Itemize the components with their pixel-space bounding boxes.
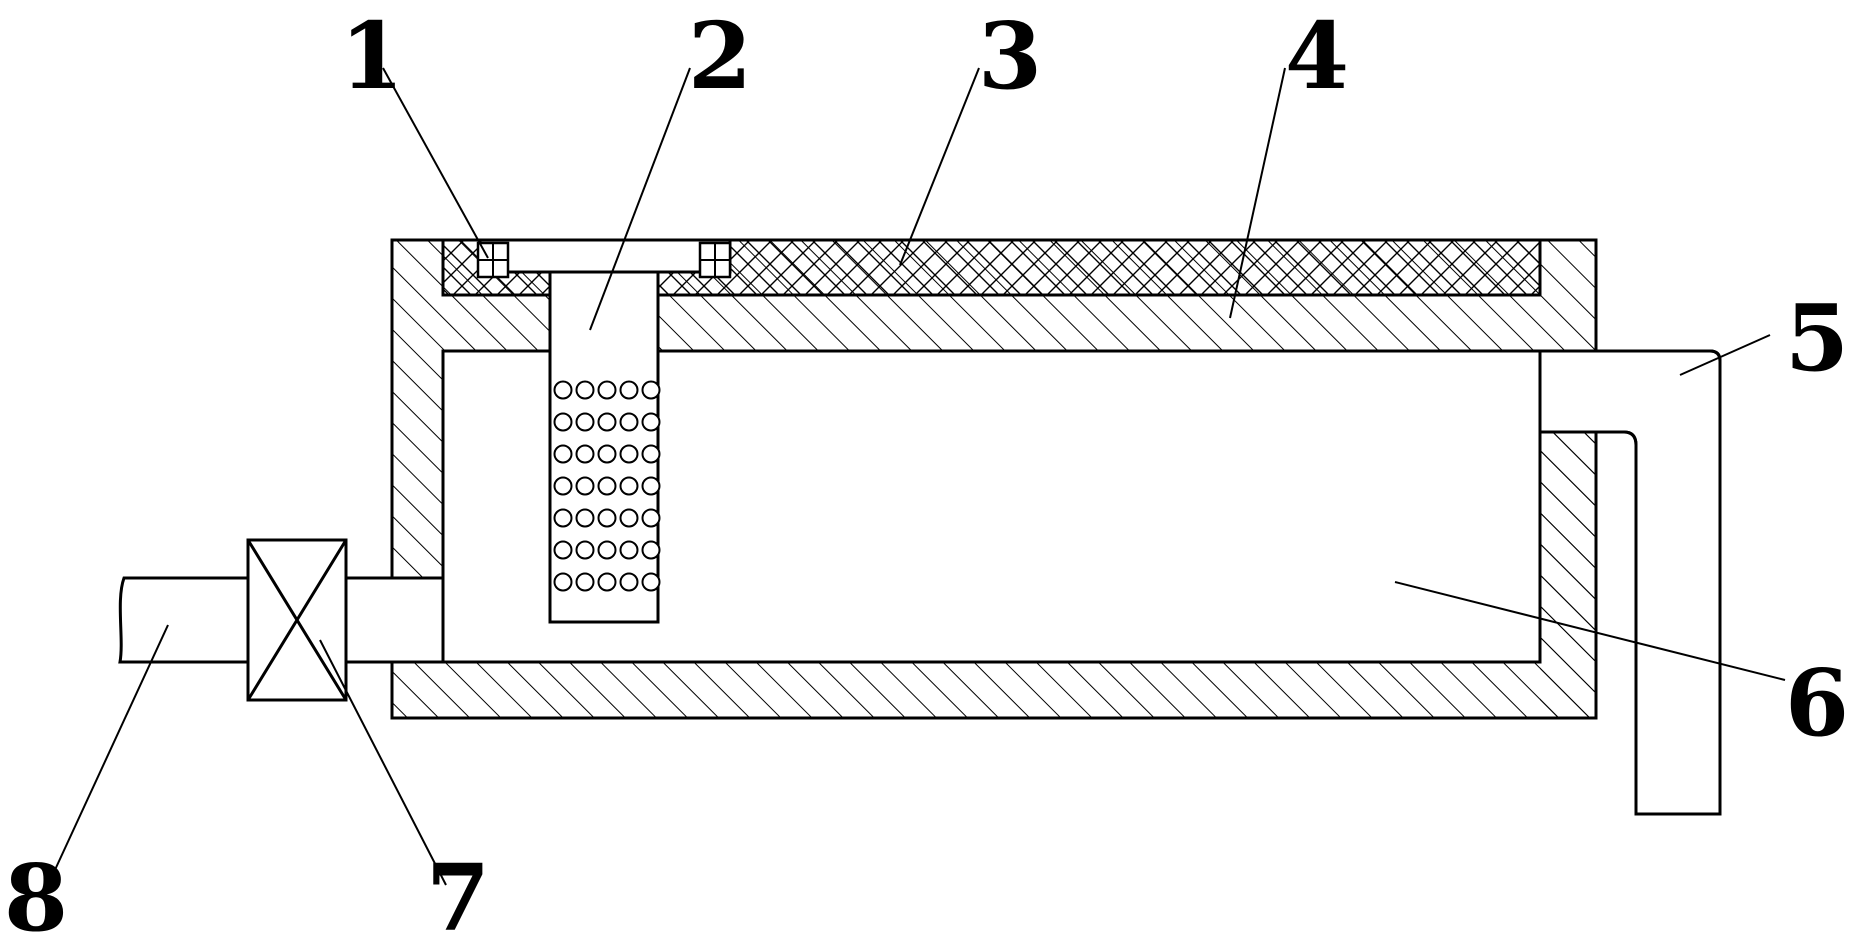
callout-1: 1 (340, 2, 404, 110)
tube-hole (619, 380, 639, 400)
tube-hole (553, 444, 573, 464)
tube-hole (553, 572, 573, 592)
tube-hole (597, 380, 617, 400)
tube-hole (575, 412, 595, 432)
tube-hole (553, 508, 573, 528)
tube-hole (641, 508, 661, 528)
tube-hole (619, 572, 639, 592)
tube-hole (597, 444, 617, 464)
tube-hole (575, 572, 595, 592)
tube-hole (641, 540, 661, 560)
tube-hole (619, 540, 639, 560)
tube-hole (575, 380, 595, 400)
callout-4: 4 (1285, 2, 1349, 110)
callout-7: 7 (426, 844, 490, 938)
callout-2: 2 (688, 2, 752, 110)
tube-hole (553, 476, 573, 496)
tube-hole (641, 380, 661, 400)
tube-hole (597, 476, 617, 496)
tube-hole (641, 412, 661, 432)
callout-8: 8 (4, 844, 68, 938)
tube-hole (641, 444, 661, 464)
tube-hole (619, 412, 639, 432)
callout-5: 5 (1785, 284, 1849, 392)
callout-3: 3 (978, 2, 1042, 110)
tube-hole (641, 476, 661, 496)
tube-hole (575, 508, 595, 528)
callout-6: 6 (1785, 649, 1849, 757)
tube-hole (575, 540, 595, 560)
tube-hole (553, 412, 573, 432)
inlet-pipe-short (344, 576, 445, 664)
leader-lines (47, 67, 1786, 886)
outlet-wall-hatch (1540, 432, 1596, 718)
tube-hole (597, 412, 617, 432)
tube-hole (641, 572, 661, 592)
filter-layer-outline (441, 238, 1542, 297)
inlet-pipe (118, 576, 250, 664)
tube-hole (597, 572, 617, 592)
tube-hole (597, 540, 617, 560)
tube-hole (597, 508, 617, 528)
tube-hole (575, 476, 595, 496)
tube-hole (619, 508, 639, 528)
tube-hole (553, 380, 573, 400)
tube-hole (575, 444, 595, 464)
tube-holes (553, 380, 661, 592)
tube-hole (619, 476, 639, 496)
tube-hole (553, 540, 573, 560)
tube-hole (619, 444, 639, 464)
mount-plate (478, 238, 732, 274)
